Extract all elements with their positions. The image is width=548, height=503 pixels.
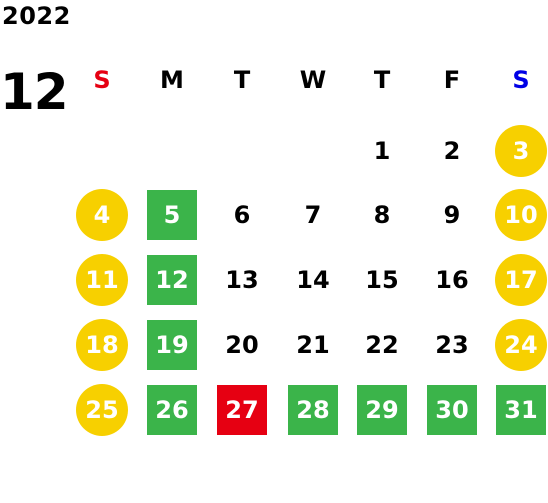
day-cell-27[interactable]: 27 bbox=[217, 385, 267, 435]
weekday-friday: F bbox=[443, 66, 461, 94]
day-cell-8[interactable]: 8 bbox=[373, 201, 391, 229]
weekday-saturday: S bbox=[512, 66, 530, 94]
weekday-sunday: S bbox=[93, 66, 111, 94]
day-cell-30[interactable]: 30 bbox=[427, 385, 477, 435]
weekday-tuesday: T bbox=[233, 66, 251, 94]
day-cell-3[interactable]: 3 bbox=[495, 125, 547, 177]
day-cell-24[interactable]: 24 bbox=[495, 319, 547, 371]
weekday-wednesday: W bbox=[299, 66, 327, 94]
day-cell-25[interactable]: 25 bbox=[76, 384, 128, 436]
day-cell-15[interactable]: 15 bbox=[365, 266, 399, 294]
day-cell-17[interactable]: 17 bbox=[495, 254, 547, 306]
day-cell-21[interactable]: 21 bbox=[296, 331, 330, 359]
day-cell-7[interactable]: 7 bbox=[304, 201, 322, 229]
day-cell-31[interactable]: 31 bbox=[496, 385, 546, 435]
day-cell-2[interactable]: 2 bbox=[443, 137, 461, 165]
day-cell-22[interactable]: 22 bbox=[365, 331, 399, 359]
day-cell-14[interactable]: 14 bbox=[296, 266, 330, 294]
day-cell-28[interactable]: 28 bbox=[288, 385, 338, 435]
day-cell-16[interactable]: 16 bbox=[435, 266, 469, 294]
weekday-monday: M bbox=[160, 66, 184, 94]
weekday-thursday: T bbox=[373, 66, 391, 94]
day-cell-13[interactable]: 13 bbox=[225, 266, 259, 294]
month-number: 12 bbox=[0, 63, 69, 121]
day-cell-9[interactable]: 9 bbox=[443, 201, 461, 229]
day-cell-10[interactable]: 10 bbox=[495, 189, 547, 241]
day-cell-18[interactable]: 18 bbox=[76, 319, 128, 371]
day-cell-23[interactable]: 23 bbox=[435, 331, 469, 359]
day-cell-29[interactable]: 29 bbox=[357, 385, 407, 435]
day-cell-6[interactable]: 6 bbox=[233, 201, 251, 229]
day-cell-19[interactable]: 19 bbox=[147, 320, 197, 370]
day-cell-1[interactable]: 1 bbox=[373, 137, 391, 165]
day-cell-11[interactable]: 11 bbox=[76, 254, 128, 306]
day-cell-5[interactable]: 5 bbox=[147, 190, 197, 240]
year-label: 2022 bbox=[2, 2, 71, 30]
day-cell-12[interactable]: 12 bbox=[147, 255, 197, 305]
day-cell-26[interactable]: 26 bbox=[147, 385, 197, 435]
day-cell-4[interactable]: 4 bbox=[76, 189, 128, 241]
day-cell-20[interactable]: 20 bbox=[225, 331, 259, 359]
